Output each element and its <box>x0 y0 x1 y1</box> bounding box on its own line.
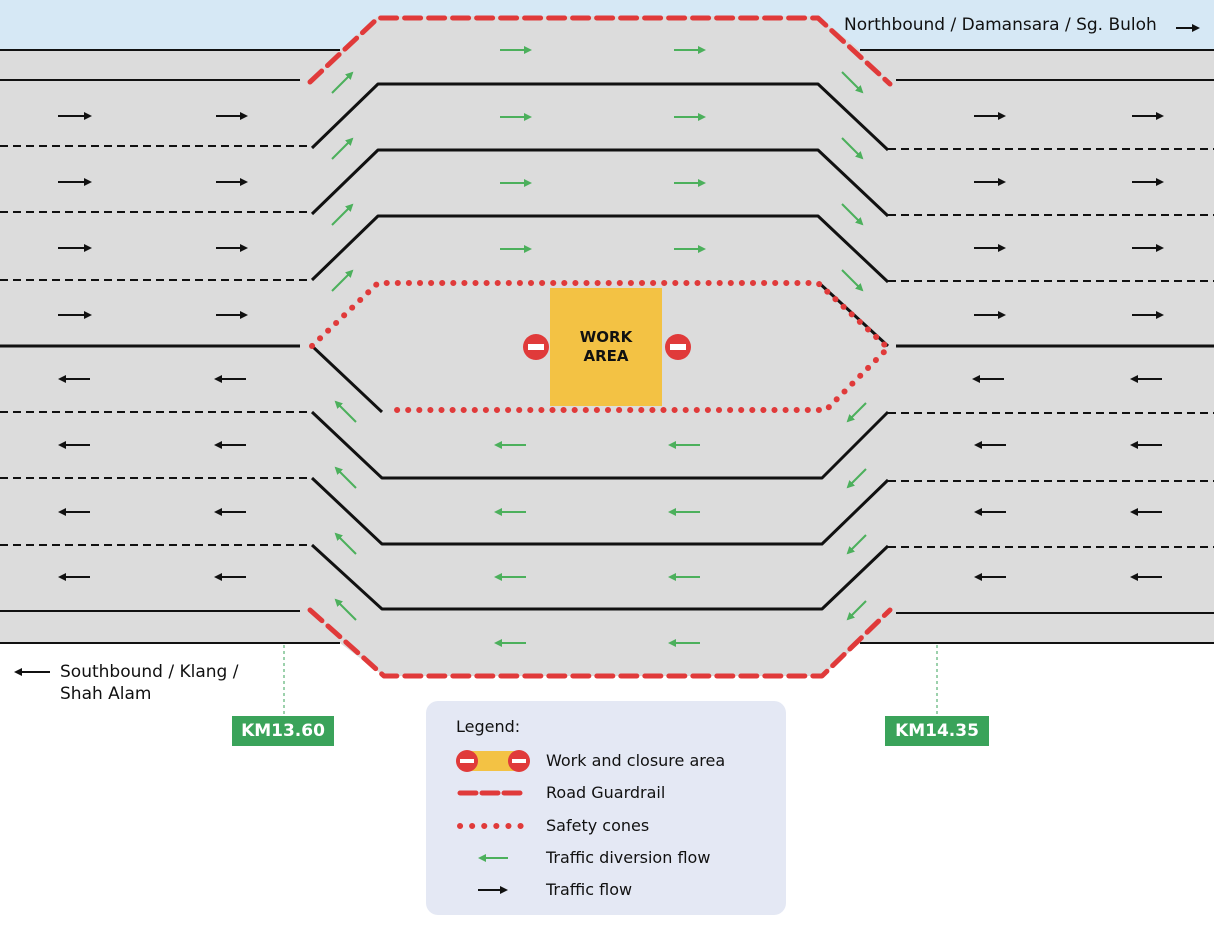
km-end-marker: KM14.35 <box>885 716 989 746</box>
legend-symbols <box>456 750 530 894</box>
no-entry-icon <box>665 334 691 360</box>
no-entry-icon <box>523 334 549 360</box>
legend-title: Legend: <box>456 717 521 736</box>
work-area-label-line1: WORK <box>580 328 634 346</box>
southbound-label-line2: Shah Alam <box>60 684 152 704</box>
traffic-flow-arrows <box>58 112 1164 319</box>
road-edges <box>0 49 1214 644</box>
work-area: WORK AREA <box>550 288 662 406</box>
work-closure-icon <box>456 750 530 772</box>
traffic-flow-arrows-southbound <box>58 375 1162 581</box>
lane-markings-left <box>0 79 312 612</box>
legend-item-safety-cones: Safety cones <box>546 816 650 835</box>
diversion-lane-dividers <box>310 82 890 611</box>
diversion-flow-arrows <box>331 46 867 647</box>
northbound-label: Northbound / Damansara / Sg. Buloh <box>844 15 1157 35</box>
lane-markings-right <box>888 79 1214 614</box>
legend-item-traffic-flow: Traffic flow <box>546 880 633 899</box>
legend-item-diversion-flow: Traffic diversion flow <box>546 848 711 867</box>
safety-cones <box>309 280 893 413</box>
work-area-label-line2: AREA <box>583 347 628 365</box>
legend-item-guardrail: Road Guardrail <box>546 783 666 802</box>
km-start-marker: KM13.60 <box>232 716 334 746</box>
road-guardrail <box>307 15 893 679</box>
legend-item-work-closure: Work and closure area <box>546 751 726 770</box>
southbound-label-line1: Southbound / Klang / <box>60 662 239 682</box>
legend: Legend: Work and closure area Road Guard… <box>426 701 786 915</box>
